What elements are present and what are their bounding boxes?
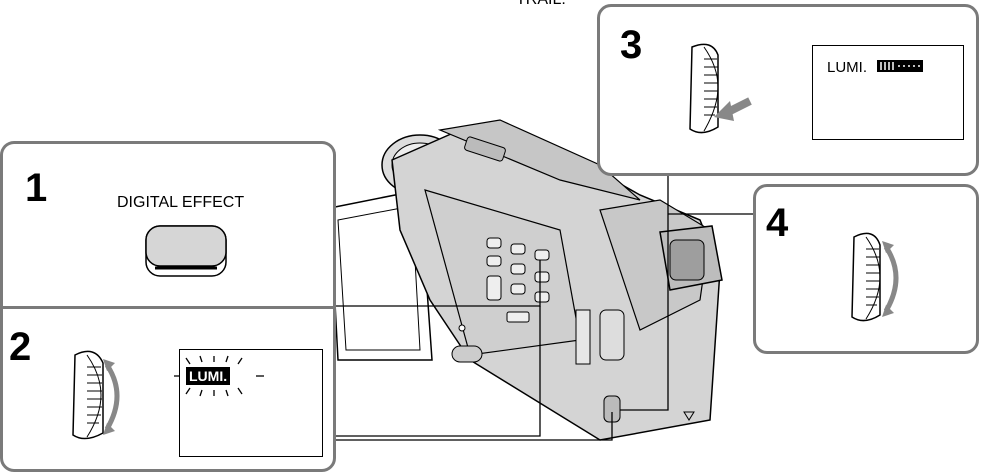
step-2-panel: 2 (0, 306, 336, 472)
lumi-level-bar (877, 60, 923, 72)
press-arrow (714, 97, 752, 121)
step-3-number: 3 (620, 23, 643, 67)
step-4-panel: 4 (753, 184, 979, 354)
lumi-label: LUMI. (827, 59, 868, 76)
rotate-arrow (104, 363, 120, 431)
seek-dial (72, 350, 120, 440)
step-3-screen: LUMI. (812, 45, 964, 140)
seek-dial-press (689, 43, 752, 134)
top-caption: TRAIL. (516, 0, 566, 9)
step-3-panel: 3 LUMI. (597, 4, 979, 176)
digital-effect-button (145, 225, 227, 277)
step-1-panel: 1 DIGITAL EFFECT (0, 141, 336, 308)
step-1-number: 1 (25, 166, 48, 210)
seek-dial-rotate (851, 232, 899, 322)
step-4-number: 4 (766, 201, 789, 245)
blink-marks (174, 355, 264, 397)
step-2-number: 2 (9, 325, 32, 369)
digital-effect-label: DIGITAL EFFECT (117, 194, 245, 211)
step-2-screen: LUMI. (174, 349, 323, 457)
lumi-indicator-blinking: LUMI. (186, 367, 231, 385)
